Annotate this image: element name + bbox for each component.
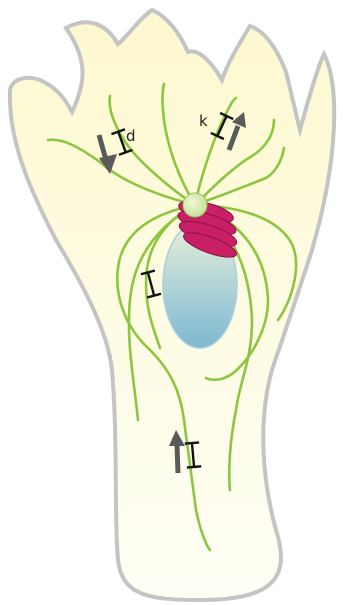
kinesin-label: k (199, 112, 208, 130)
centrosome (183, 193, 207, 217)
dynein-label: d (126, 127, 136, 145)
